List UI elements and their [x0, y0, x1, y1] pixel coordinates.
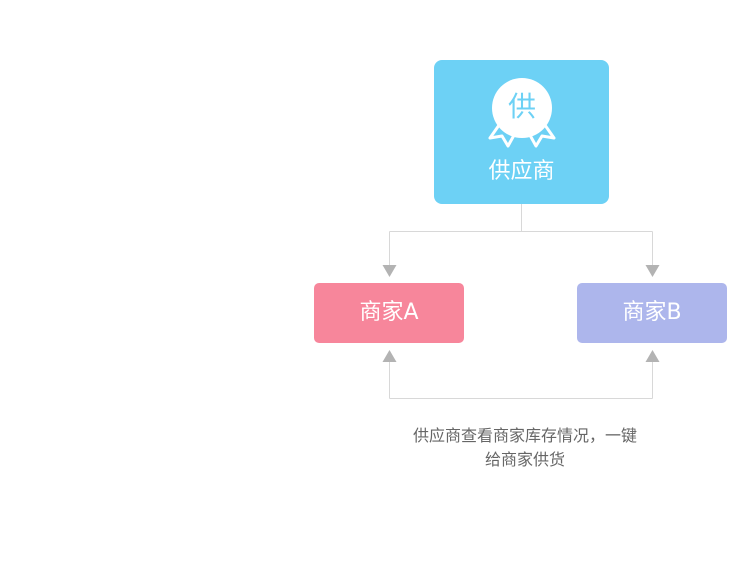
arrow-down-a-icon — [382, 265, 397, 277]
diagram-caption: 供应商查看商家库存情况，一键 给商家供货 — [380, 424, 670, 472]
arrow-up-b-icon — [645, 350, 660, 362]
caption-line-1: 供应商查看商家库存情况，一键 — [412, 426, 637, 445]
merchant-b-node: 商家B — [577, 283, 727, 343]
award-ribbon-icon — [488, 78, 556, 148]
merchants-link-connector — [382, 350, 660, 399]
caption-line-2: 给商家供货 — [484, 450, 565, 469]
arrow-up-a-icon — [382, 350, 397, 362]
badge-character: 供 — [507, 90, 536, 123]
supplier-to-merchants-connector — [382, 204, 660, 277]
arrow-down-b-icon — [645, 265, 660, 277]
supplier-node: 供 供应商 — [434, 60, 609, 204]
supplier-label: 供应商 — [488, 159, 555, 184]
merchant-a-node: 商家A — [314, 283, 464, 343]
